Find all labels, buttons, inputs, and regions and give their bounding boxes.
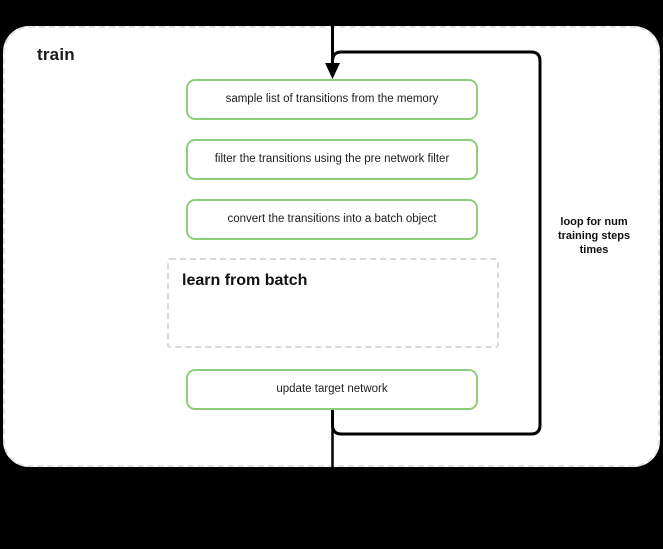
loop-annotation-label: loop for num training steps times [557, 216, 631, 257]
step-box-sample[interactable]: sample list of transitions from the memo… [186, 79, 478, 120]
subscope-learn-from-batch[interactable]: learn from batch [167, 258, 499, 348]
scope-title: train [37, 45, 75, 64]
step-label: filter the transitions using the pre net… [214, 152, 450, 165]
step-label: update target network [276, 382, 388, 395]
step-box-convert[interactable]: convert the transitions into a batch obj… [186, 199, 478, 240]
step-label: convert the transitions into a batch obj… [227, 212, 437, 225]
step-box-update-target-network[interactable]: update target network [186, 369, 478, 410]
step-label: sample list of transitions from the memo… [225, 92, 439, 105]
subscope-title: learn from batch [182, 272, 308, 289]
step-box-filter[interactable]: filter the transitions using the pre net… [186, 139, 478, 180]
